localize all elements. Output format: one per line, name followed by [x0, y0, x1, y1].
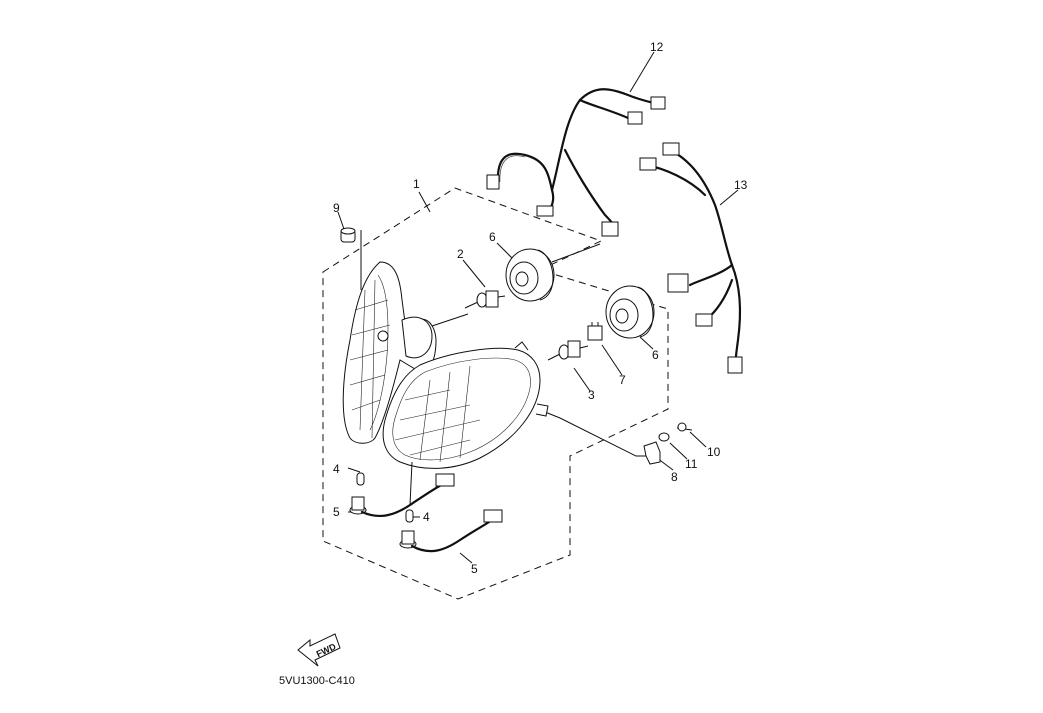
assembly-boundary — [322, 187, 669, 600]
fwd-arrow-icon: FWD — [297, 633, 341, 667]
callout-4a: 4 — [333, 462, 340, 476]
headlight-bulb-3 — [547, 340, 589, 361]
callout-12: 12 — [650, 40, 664, 54]
callout-11: 11 — [685, 457, 698, 471]
callouts: 1 2 3 4 4 5 5 6 6 7 8 9 10 11 12 13 — [333, 40, 748, 576]
headlight-bulb-2 — [464, 290, 506, 309]
grommet-9 — [340, 227, 362, 290]
callout-3: 3 — [588, 388, 595, 402]
wire-harness-13 — [639, 142, 743, 374]
callout-7: 7 — [619, 373, 626, 387]
nut-11 — [658, 432, 670, 442]
callout-9: 9 — [333, 201, 340, 215]
callout-13: 13 — [734, 178, 748, 192]
position-bulb-4-right — [405, 509, 414, 523]
callout-5a: 5 — [333, 505, 340, 519]
bulb-socket-6-lower — [605, 285, 655, 339]
callout-5b: 5 — [471, 562, 478, 576]
socket-cord-5-lower — [399, 509, 503, 553]
bracket-8 — [643, 441, 661, 465]
position-bulb-4-left — [356, 472, 365, 486]
wire-harness-12 — [486, 88, 666, 237]
bolt-10 — [676, 422, 693, 432]
bulb-socket-6-upper — [505, 248, 555, 302]
drawing-code: 5VU1300-C410 — [279, 675, 355, 687]
callout-6b: 6 — [652, 348, 659, 362]
callout-1: 1 — [413, 177, 420, 191]
headlight-lens — [382, 341, 549, 469]
callout-6a: 6 — [489, 230, 496, 244]
connector-7 — [587, 322, 603, 341]
socket-cord-5-upper — [349, 461, 455, 518]
callout-4b: 4 — [423, 510, 430, 524]
callout-8: 8 — [671, 470, 678, 484]
callout-2: 2 — [457, 247, 464, 261]
headlight-housing — [342, 261, 437, 444]
callout-10: 10 — [707, 445, 721, 459]
